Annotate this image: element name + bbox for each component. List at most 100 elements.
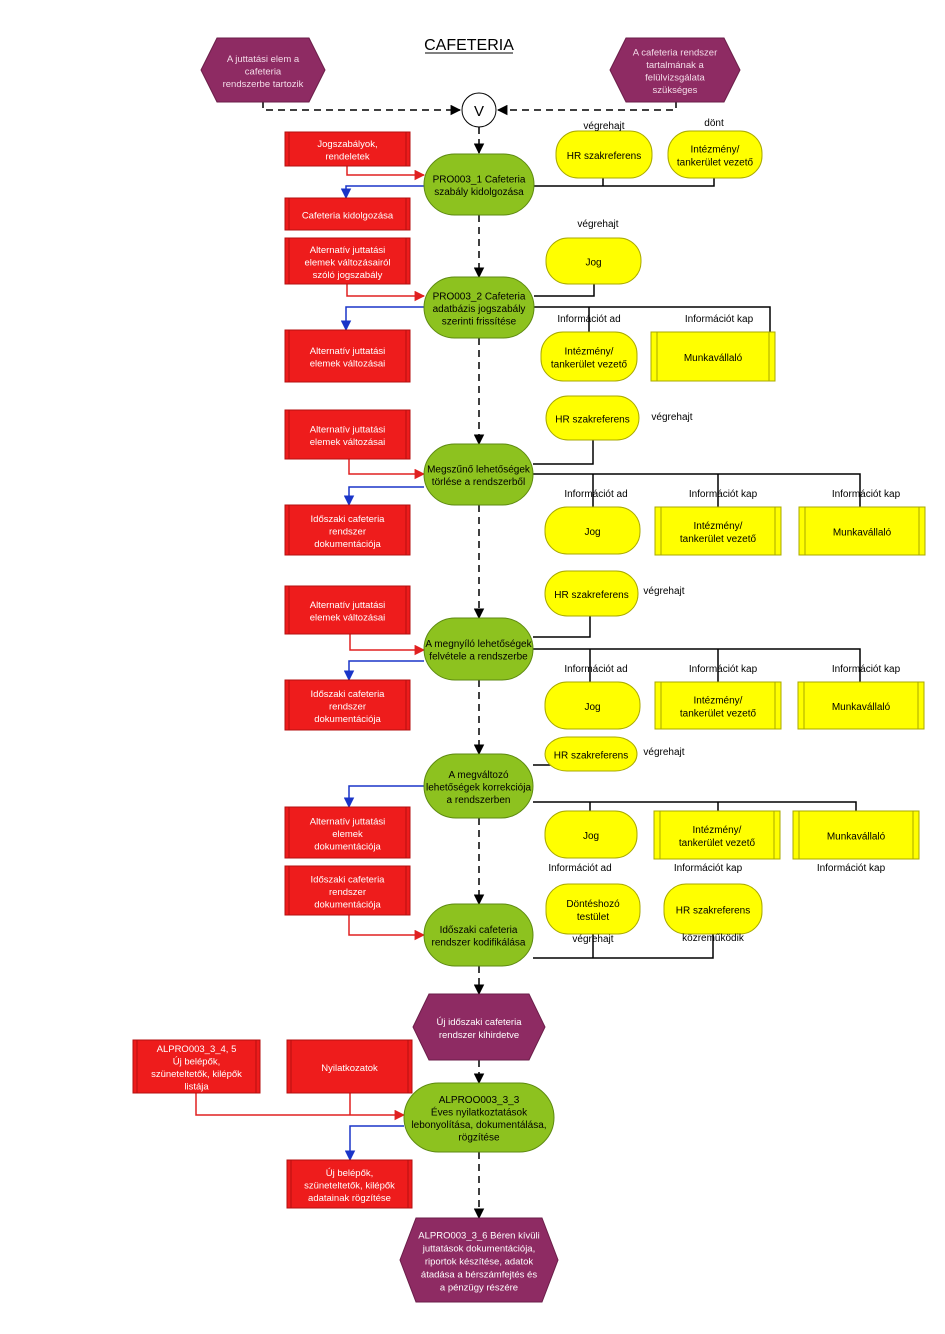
org-unit-text: Munkavállaló bbox=[827, 832, 886, 843]
diagram-title: CAFETERIA bbox=[424, 37, 514, 54]
process-step: A megnyíló lehetőségek felvétele a rendsz… bbox=[423, 617, 534, 681]
document-text: listája bbox=[184, 1082, 209, 1093]
relation-label: Információt ad bbox=[564, 664, 627, 675]
or-connector: V bbox=[461, 92, 497, 128]
role: Intézmény/tankerület vezető bbox=[540, 331, 638, 382]
org-unit-text: Munkavállaló bbox=[833, 528, 892, 539]
document-text: Időszaki cafeteria bbox=[311, 514, 386, 525]
role: Intézmény/tankerület vezető bbox=[667, 130, 763, 179]
or-connector-text: V bbox=[474, 103, 484, 120]
org-unit: Munkavállaló bbox=[792, 810, 920, 860]
process-step-text: A megnyíló lehetőségek bbox=[425, 639, 532, 650]
start-event-text: A cafeteria rendszer bbox=[633, 48, 718, 59]
document-text: dokumentációja bbox=[314, 714, 381, 725]
org-unit-text: Munkavállaló bbox=[832, 702, 891, 713]
org-unit-text: Intézmény/ bbox=[694, 696, 743, 707]
document-text: dokumentációja bbox=[314, 841, 381, 852]
role: HR szakreferens bbox=[544, 570, 639, 617]
relation-label: Információt kap bbox=[817, 863, 886, 874]
document-text: Új belépők, bbox=[173, 1057, 221, 1068]
process-step-text: PRO003_2 Cafeteria bbox=[433, 291, 526, 302]
end-event-text: juttatások dokumentációja, bbox=[422, 1244, 535, 1255]
document-text: Jogszabályok, bbox=[317, 139, 377, 150]
org-unit: Munkavállaló bbox=[798, 506, 926, 556]
role: HR szakreferens bbox=[555, 130, 653, 179]
role: HR szakreferens bbox=[663, 883, 763, 935]
document-text: Alternatív juttatási bbox=[310, 245, 386, 256]
document-text: szüneteltetők, kilépők bbox=[151, 1069, 242, 1080]
role: Jog bbox=[544, 506, 641, 555]
end-event-text: a pénzügy részére bbox=[440, 1283, 518, 1294]
document-text: Nyilatkozatok bbox=[321, 1063, 378, 1074]
org-unit-text: tankerület vezető bbox=[680, 709, 757, 720]
process-step-text: Megszűnő lehetőségek bbox=[427, 465, 531, 476]
document: Cafeteria kidolgozása bbox=[284, 197, 411, 231]
role-text: tankerület vezető bbox=[551, 360, 628, 371]
process-step-text: ALPROO003_3_3 bbox=[439, 1095, 520, 1106]
process-step-text: szabály kidolgozása bbox=[434, 187, 524, 198]
document: ALPRO003_3_4, 5Új belépők,szüneteltetők,… bbox=[132, 1039, 261, 1094]
document-text: elemek változásai bbox=[310, 359, 386, 370]
role-text: HR szakreferens bbox=[676, 906, 750, 917]
start-event-text: A juttatási elem a bbox=[227, 54, 300, 65]
document: Nyilatkozatok bbox=[286, 1039, 413, 1094]
document-text: rendszer bbox=[329, 887, 366, 898]
role: Jog bbox=[544, 681, 641, 730]
role-text: Jog bbox=[584, 702, 600, 713]
document: Új belépők,szüneteltetők, kilépőkadatain… bbox=[286, 1159, 413, 1209]
document-text: Új belépők, bbox=[326, 1168, 374, 1179]
document-text: dokumentációja bbox=[314, 899, 381, 910]
role: HR szakreferens bbox=[544, 736, 638, 772]
start-event-text: tartalmának a bbox=[646, 60, 704, 71]
start-event-text: cafeteria bbox=[245, 66, 282, 77]
process-step-text: Időszaki cafeteria bbox=[440, 925, 518, 936]
process-step-text: törlése a rendszerből bbox=[432, 477, 525, 488]
relation-label: végrehajt bbox=[643, 747, 684, 758]
relation-label: közreműködik bbox=[682, 933, 745, 944]
org-unit: Intézmény/tankerület vezető bbox=[654, 681, 782, 730]
process-step-text: adatbázis jogszabály bbox=[433, 304, 526, 315]
relation-label: végrehajt bbox=[651, 412, 692, 423]
role-text: HR szakreferens bbox=[554, 751, 628, 762]
org-unit-text: tankerület vezető bbox=[679, 838, 756, 849]
role-text: Jog bbox=[585, 258, 601, 269]
relation-label: Információt kap bbox=[832, 664, 901, 675]
end-event-text: riportok készítése, adatok bbox=[425, 1257, 533, 1268]
role-text: Intézmény/ bbox=[691, 145, 740, 156]
end-event-text: rendszer kihirdetve bbox=[439, 1030, 519, 1041]
document-text: Alternatív juttatási bbox=[310, 425, 386, 436]
document-text: rendszer bbox=[329, 701, 366, 712]
process-step-text: a rendszerben bbox=[447, 795, 511, 806]
relation-label: végrehajt bbox=[583, 121, 624, 132]
document-text: Időszaki cafeteria bbox=[311, 874, 386, 885]
process-step-text: A megváltozó bbox=[448, 770, 508, 781]
process-step-text: rögzítése bbox=[458, 1133, 500, 1144]
role: Jog bbox=[544, 810, 638, 859]
relation-label: végrehajt bbox=[643, 586, 684, 597]
document-text: szüneteltetők, kilépők bbox=[304, 1180, 395, 1191]
document-text: dokumentációja bbox=[314, 539, 381, 550]
role-text: HR szakreferens bbox=[554, 590, 628, 601]
process-step-text: lehetőségek korrekciója bbox=[426, 782, 531, 793]
relation-label: végrehajt bbox=[572, 934, 613, 945]
document-text: Alternatív juttatási bbox=[310, 816, 386, 827]
document-text: elemek változásai bbox=[310, 613, 386, 624]
document: Jogszabályok,rendeletek bbox=[284, 131, 411, 167]
relation-label: Információt ad bbox=[548, 863, 611, 874]
org-unit-text: Intézmény/ bbox=[693, 825, 742, 836]
org-unit-text: tankerület vezető bbox=[680, 534, 757, 545]
process-step-text: felvétele a rendszerbe bbox=[429, 652, 528, 663]
role-text: Intézmény/ bbox=[565, 347, 614, 358]
